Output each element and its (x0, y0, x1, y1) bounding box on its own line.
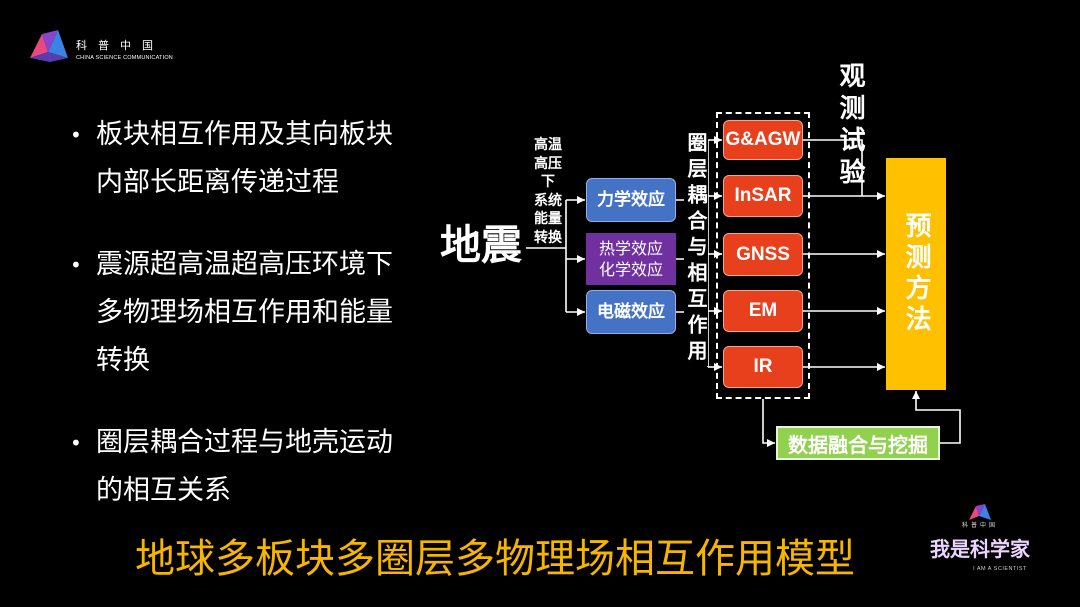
prediction-label: 预测方法 (901, 212, 931, 336)
fusion-to-prediction (912, 391, 961, 444)
conversion-line: 高温 (534, 137, 562, 153)
observation-ir-box: IR (723, 346, 803, 388)
bullet-line: 震源超高温超高压环境下 (96, 249, 393, 280)
bullet-line: 圈层耦合过程与地壳运动 (96, 427, 393, 458)
conversion-line: 能量 (534, 211, 562, 227)
coupling-label: 圈层耦合与相互作用 (684, 132, 708, 366)
mechanical-effect-label: 力学效应 (597, 189, 665, 210)
conversion-line: 下 (541, 174, 555, 190)
bullet-line: 板块相互作用及其向板块 (96, 119, 393, 150)
logo-name: 科普中国 (76, 39, 164, 52)
brand-org: 科普中国 (961, 522, 998, 529)
data-fusion-box: 数据融合与挖掘 (776, 426, 940, 460)
gagw-output (803, 139, 863, 196)
observation-gnss-box: GNSS (723, 233, 803, 276)
conversion-line: 系统 (534, 192, 562, 209)
conversion-line: 转换 (534, 229, 562, 246)
observation-gagw-box: G&AGW (723, 120, 803, 160)
observation-group-frame (716, 112, 810, 399)
bullet-dot: • (70, 123, 82, 147)
brand-logo-icon (969, 504, 991, 520)
observations-to-fusion (762, 399, 775, 447)
conversion-line: 高压 (534, 155, 562, 172)
bullet-line: 的相互关系 (96, 475, 231, 506)
electromagnetic-effect-box: 电磁效应 (586, 290, 676, 334)
chemical-effect-label: 化学效应 (598, 260, 663, 279)
brand-name: 我是科学家 (930, 537, 1030, 561)
mechanical-effect-box: 力学效应 (586, 178, 676, 222)
earthquake-node: 地震 (440, 221, 522, 269)
bullet-dot: • (70, 431, 82, 455)
logo-tagline: CHINA SCIENCE COMMUNICATION (76, 55, 173, 61)
thermal-effect-label: 热学效应 (598, 239, 663, 258)
observation-insar-box: InSAR (723, 175, 803, 217)
brand-tagline: I AM A SCIENTIST (973, 566, 1027, 572)
slide-title: 地球多板块多圈层多物理场相互作用模型 (135, 536, 855, 582)
observation-em-box: EM (723, 290, 803, 332)
prediction-box: 预测方法 (886, 158, 946, 390)
bullet-line: 多物理场相互作用和能量 (96, 297, 393, 328)
observation-title: 观测试验 (835, 62, 865, 190)
electromagnetic-effect-label: 电磁效应 (597, 301, 665, 322)
kepu-logo-icon (30, 30, 68, 62)
thermochemical-effect-box: 热学效应 化学效应 (586, 233, 676, 285)
bullet-line: 转换 (96, 345, 150, 376)
energy-conversion-label: 高温 高压 下 系统 能量 转换 (530, 136, 566, 247)
bullet-dot: • (70, 253, 82, 277)
bullet-line: 内部长距离传递过程 (96, 167, 339, 198)
